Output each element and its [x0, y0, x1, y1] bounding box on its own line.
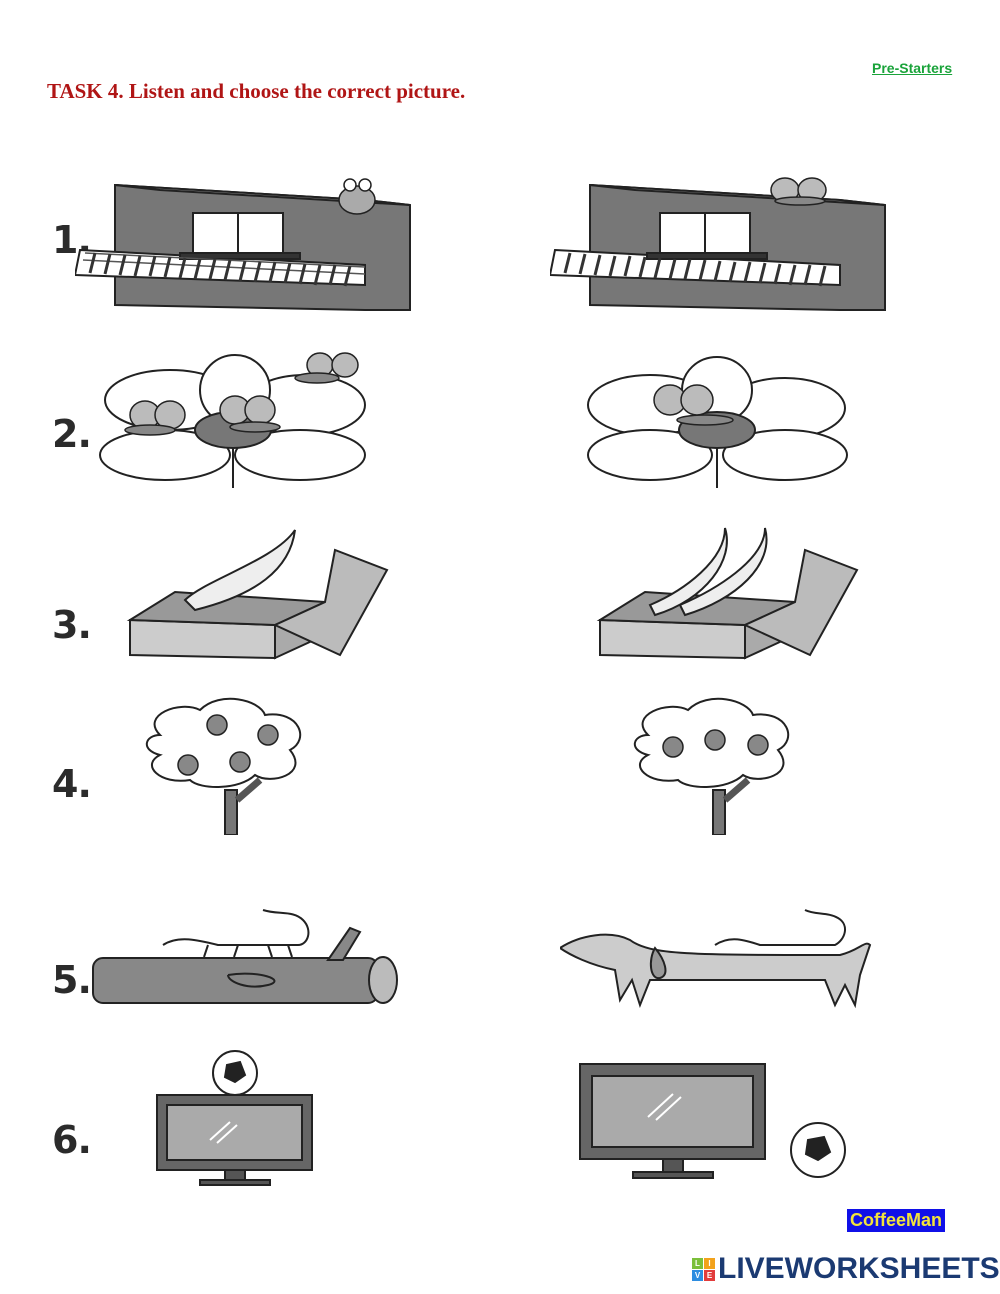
- question-number: 4.: [52, 762, 92, 806]
- frog-icon: [338, 178, 376, 215]
- logo-letter: I: [704, 1257, 715, 1269]
- logo-letter: L: [692, 1257, 703, 1269]
- apple-icon: [662, 729, 769, 758]
- option-2a-flower-three-butterflies[interactable]: [95, 345, 370, 490]
- option-4b-tree-three-apples[interactable]: [628, 695, 798, 835]
- option-3b-box-two-bananas[interactable]: [595, 520, 860, 665]
- option-4a-tree-four-apples[interactable]: [140, 695, 310, 835]
- option-1a-piano-frog[interactable]: [75, 165, 420, 315]
- butterfly-icon: [770, 177, 827, 206]
- option-5b-lizard-on-dog[interactable]: [560, 900, 875, 1010]
- question-number: 3.: [52, 603, 92, 647]
- liveworksheets-logo: L I V E LIVEWORKSHEETS: [692, 1252, 1000, 1286]
- question-number: 6.: [52, 1118, 92, 1162]
- logo-letter: E: [704, 1269, 715, 1281]
- option-1b-piano-butterfly[interactable]: [550, 165, 895, 315]
- option-2b-flower-one-butterfly[interactable]: [585, 350, 850, 490]
- option-3a-box-one-banana[interactable]: [125, 520, 395, 665]
- butterfly-icon: [124, 352, 359, 436]
- option-5a-lizard-on-log[interactable]: [88, 900, 403, 1010]
- butterfly-icon: [653, 384, 734, 426]
- logo-letter: V: [692, 1269, 703, 1281]
- live-logo-icon: L I V E: [692, 1257, 715, 1281]
- question-number: 2.: [52, 412, 92, 456]
- level-link[interactable]: Pre-Starters: [872, 60, 953, 76]
- option-6b-ball-beside-tv[interactable]: [578, 1062, 848, 1187]
- question-number: 5.: [52, 958, 92, 1002]
- author-label: CoffeeMan: [847, 1209, 946, 1232]
- option-6a-ball-on-tv[interactable]: [155, 1050, 315, 1190]
- apple-icon: [177, 714, 279, 776]
- brand-name: LIVEWORKSHEETS: [718, 1252, 1000, 1285]
- task-title: TASK 4. Listen and choose the correct pi…: [47, 79, 466, 103]
